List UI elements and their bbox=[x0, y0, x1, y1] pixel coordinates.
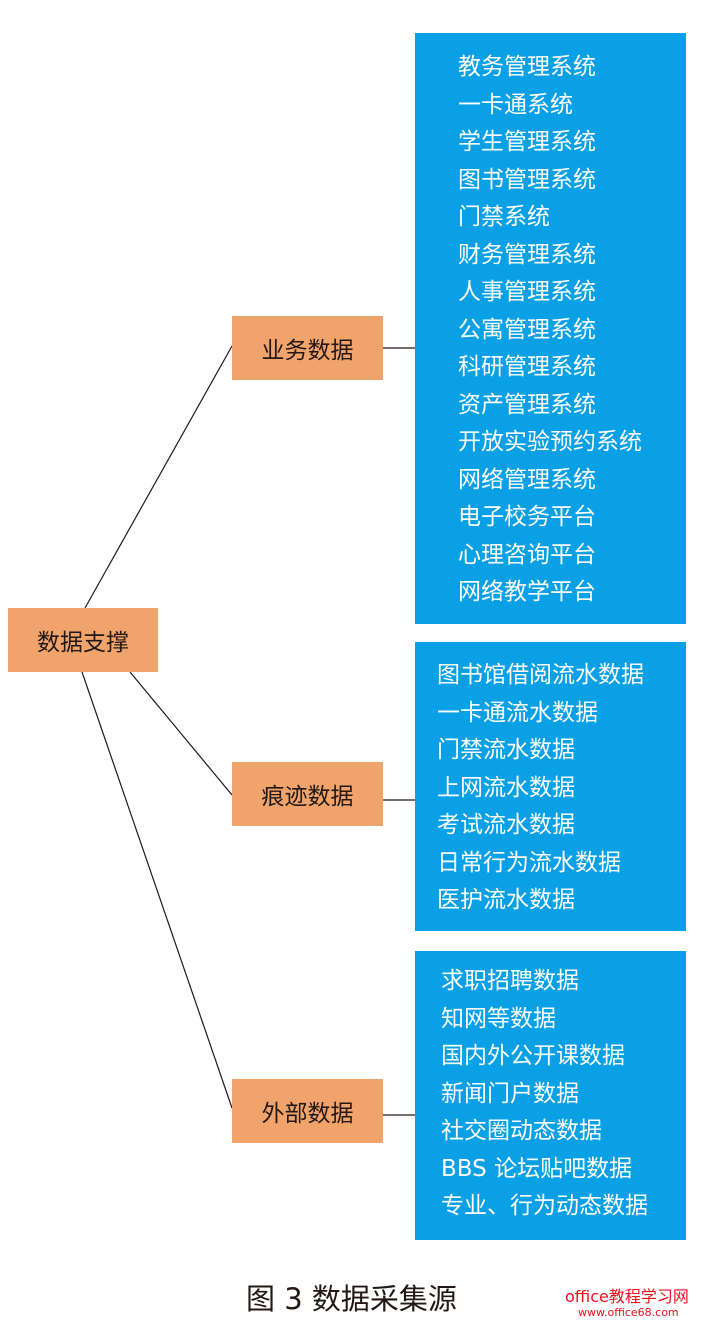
list-item: 医护流水数据 bbox=[437, 887, 575, 913]
list-item: 心理咨询平台 bbox=[458, 541, 596, 568]
list-item: 学生管理系统 bbox=[458, 129, 596, 155]
list-item: 求职招聘数据 bbox=[441, 968, 579, 994]
list-item: 门禁流水数据 bbox=[437, 737, 575, 763]
list-item: 日常行为流水数据 bbox=[437, 849, 621, 876]
watermark-title: office教程学习网 bbox=[565, 1287, 689, 1306]
list-item: 教务管理系统 bbox=[458, 54, 596, 80]
list-item: BBS 论坛贴吧数据 bbox=[441, 1155, 633, 1182]
list-item: 开放实验预约系统 bbox=[458, 429, 642, 455]
list-item: 财务管理系统 bbox=[458, 241, 596, 268]
branch-node-business: 业务数据 bbox=[232, 316, 383, 380]
list-item: 国内外公开课数据 bbox=[441, 1043, 625, 1069]
external-data-list: 求职招聘数据知网等数据国内外公开课数据新闻门户数据社交圈动态数据 BBS 论坛贴吧… bbox=[415, 951, 686, 1240]
list-item: 一卡通流水数据 bbox=[437, 699, 598, 726]
list-item: 网络管理系统 bbox=[458, 466, 596, 493]
connector-root-business bbox=[84, 345, 233, 609]
list-item: 知网等数据 bbox=[441, 1005, 556, 1032]
list-item: 资产管理系统 bbox=[458, 391, 596, 418]
list-item: 一卡通系统 bbox=[458, 91, 573, 118]
list-item: 图书馆借阅流水数据 bbox=[437, 662, 644, 688]
list-item: 新闻门户数据 bbox=[441, 1080, 579, 1107]
list-item: 网络教学平台 bbox=[458, 579, 596, 605]
branch-node-trace: 痕迹数据 bbox=[232, 762, 383, 826]
list-item: 人事管理系统 bbox=[458, 279, 596, 305]
branch-node-external: 外部数据 bbox=[232, 1079, 383, 1143]
list-item: 社交圈动态数据 bbox=[441, 1118, 602, 1144]
list-item: 图书管理系统 bbox=[458, 166, 596, 193]
root-node: 数据支撑 bbox=[8, 608, 158, 672]
list-item: 上网流水数据 bbox=[437, 774, 575, 801]
list-item: 考试流水数据 bbox=[437, 812, 575, 838]
list-item: 电子校务平台 bbox=[458, 504, 596, 530]
connector-root-trace bbox=[129, 671, 233, 796]
watermark-url: www.office68.com bbox=[578, 1306, 679, 1319]
trace-data-list: 图书馆借阅流水数据一卡通流水数据门禁流水数据上网流水数据考试流水数据日常行为流水… bbox=[415, 642, 686, 931]
list-item: 公寓管理系统 bbox=[458, 316, 596, 343]
list-item: 专业、行为动态数据 bbox=[441, 1193, 648, 1219]
list-item: 门禁系统 bbox=[458, 204, 550, 230]
connector-root-external bbox=[81, 671, 233, 1109]
business-systems-list: 教务管理系统一卡通系统学生管理系统图书管理系统门禁系统财务管理系统人事管理系统公… bbox=[415, 33, 686, 624]
list-item: 科研管理系统 bbox=[458, 354, 596, 380]
figure-caption: 图 3 数据采集源 bbox=[246, 1282, 457, 1316]
